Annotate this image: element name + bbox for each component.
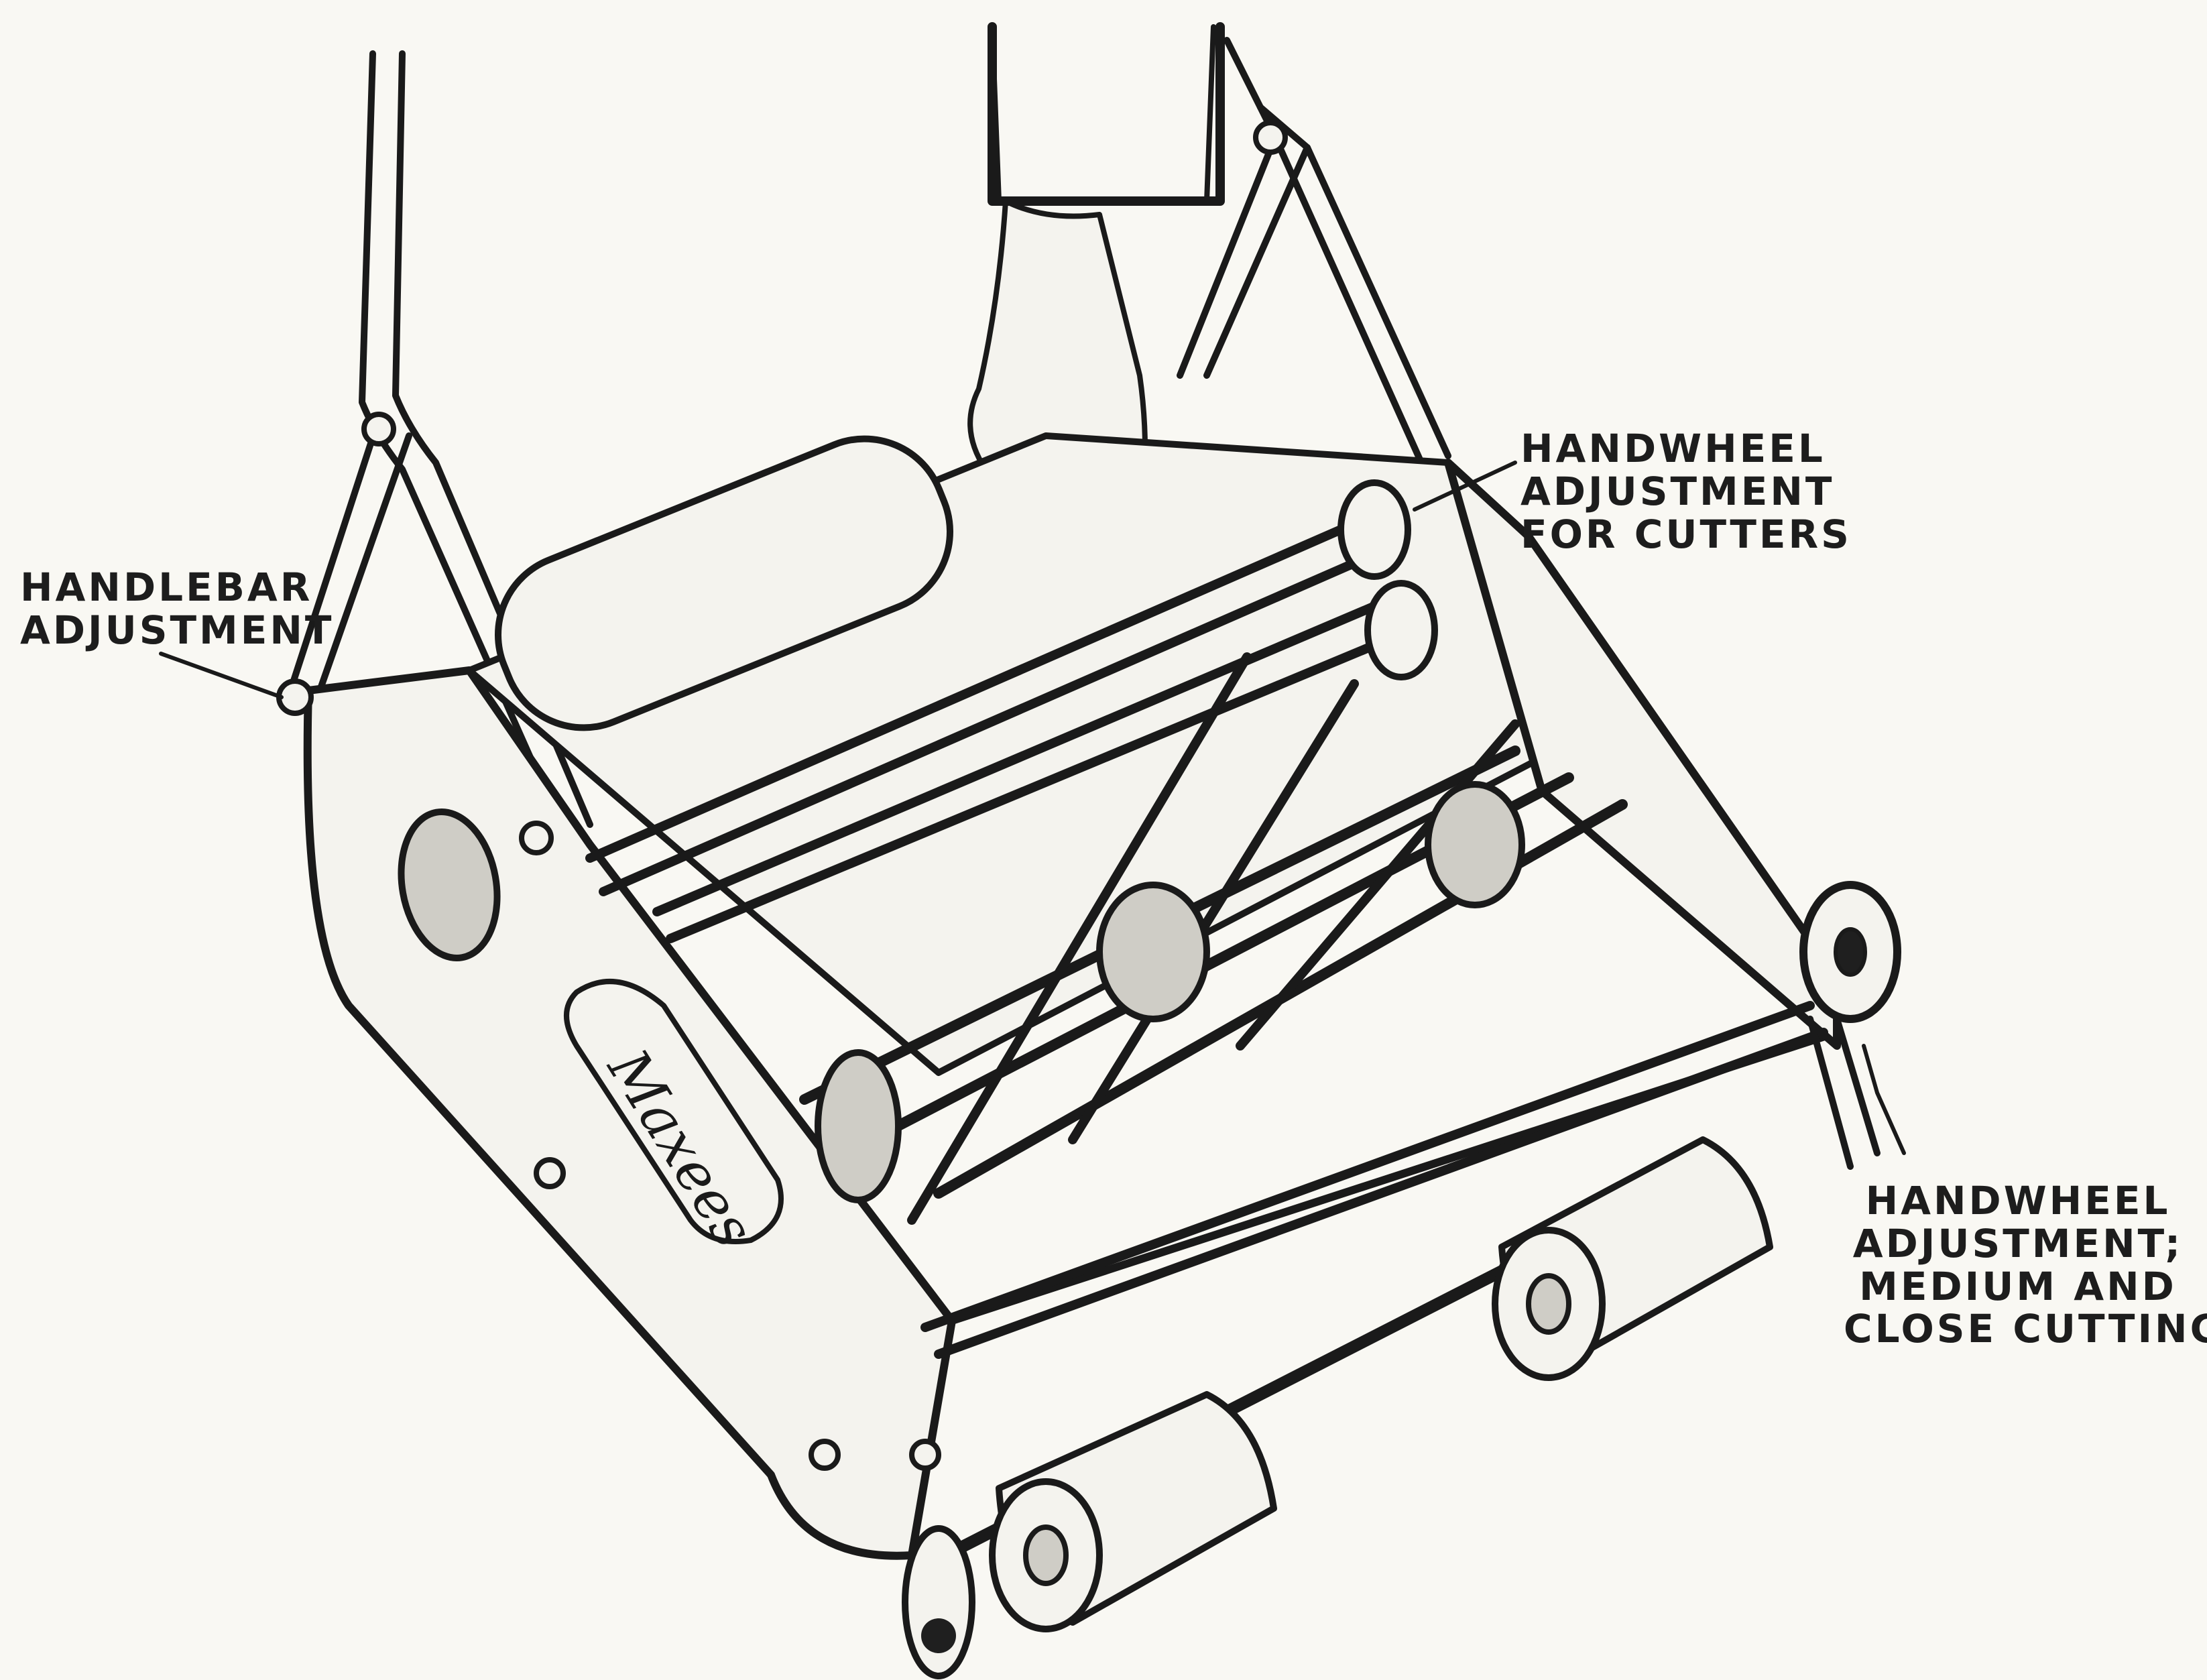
front-roller-right (1492, 1136, 1773, 1381)
label-line: HANDWHEEL (1520, 426, 1826, 471)
label-line: CLOSE CUTTING (1844, 1306, 2207, 1352)
label-line: HANDLEBAR (20, 564, 313, 610)
handwheel-cutters (1337, 479, 1438, 680)
leader-lines (159, 461, 1906, 1155)
label-line: HANDWHEEL (1865, 1178, 2171, 1223)
label-handwheel-cutters: HANDWHEEL ADJUSTMENT FOR CUTTERS (1520, 426, 1852, 557)
handlebar (285, 24, 1451, 835)
label-line: ADJUSTMENT (20, 607, 335, 653)
label-line: FOR CUTTERS (1520, 511, 1852, 557)
leader-handlebar (159, 652, 284, 699)
label-handlebar-adjustment: HANDLEBAR ADJUSTMENT (20, 566, 335, 652)
label-line: ADJUSTMENT (1520, 468, 1835, 514)
handlebar-pivot-bolt (361, 412, 396, 446)
front-roller-left (989, 1391, 1277, 1632)
mower-body: Maxees (303, 432, 1841, 1560)
front-rollers (902, 1136, 1773, 1679)
handwheel-medium-close (1799, 881, 1901, 1170)
leader-cutters (1413, 461, 1517, 512)
leader-medium-close (1862, 1044, 1906, 1155)
label-line: MEDIUM AND (1859, 1263, 2177, 1309)
label-line: ADJUSTMENT; (1852, 1220, 2184, 1266)
label-handwheel-medium-close: HANDWHEEL ADJUSTMENT; MEDIUM AND CLOSE C… (1844, 1178, 2207, 1352)
bolts (276, 678, 941, 1471)
